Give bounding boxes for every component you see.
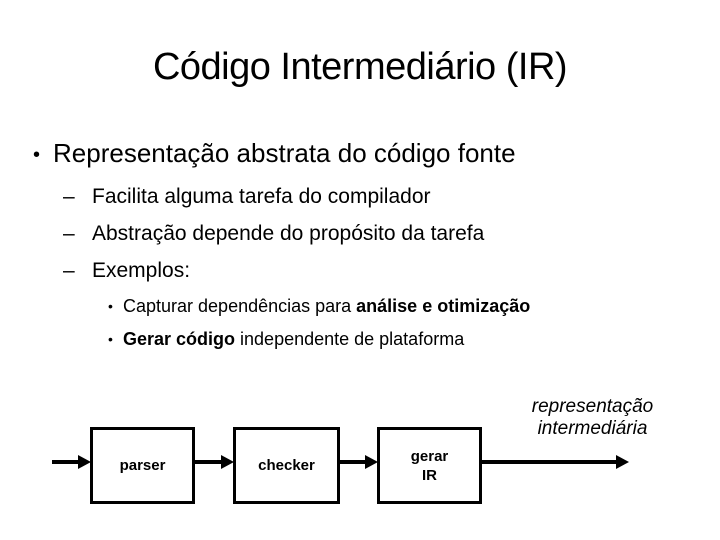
bullet-dot-icon: • — [33, 144, 41, 166]
bullet-level1: • Representação abstrata do código fonte — [33, 136, 516, 172]
bullet-level2-item: –Facilita alguma tarefa do compilador — [63, 178, 484, 215]
checker-to-gerar-arrow-shaft — [340, 460, 366, 464]
bullet-level2-text: Facilita alguma tarefa do compilador — [92, 185, 431, 208]
bullet-level3-item: • Gerar código independente de plataforma — [108, 323, 530, 356]
checker-box: checker — [233, 427, 340, 504]
dash-icon: – — [63, 185, 75, 208]
bullet-level1-text: Representação abstrata do código fonte — [53, 138, 516, 168]
diagram-caption-line2: intermediária — [537, 418, 648, 439]
output-arrow-head-icon — [616, 455, 629, 469]
parser-box: parser — [90, 427, 195, 504]
output-arrow-shaft — [482, 460, 617, 464]
diagram-caption-line1: representação — [531, 396, 654, 417]
gerar-ir-box-label-line2: IR — [422, 466, 437, 484]
gerar-ir-box-label-line1: gerar — [410, 447, 449, 465]
bullet-level3-list: • Capturar dependências para análise e ot… — [108, 290, 530, 356]
bullet-level2-item: –Abstração depende do propósito da taref… — [63, 215, 484, 252]
bullet-level3-bold-text: Gerar código — [123, 329, 236, 349]
parser-box-label: parser — [119, 457, 166, 474]
gerar-ir-box: gerar IR — [377, 427, 482, 504]
bullet-dot-icon: • — [108, 331, 113, 347]
bullet-dot-icon: • — [108, 298, 113, 314]
bullet-level3-text: independente de plataforma — [235, 329, 465, 349]
bullet-level2-text: Exemplos: — [92, 259, 191, 282]
input-arrow-shaft — [52, 460, 79, 464]
parser-to-checker-arrow-shaft — [195, 460, 222, 464]
dash-icon: – — [63, 222, 75, 245]
checker-to-gerar-arrow-head-icon — [365, 455, 378, 469]
page-title: Código Intermediário (IR) — [152, 46, 568, 88]
parser-to-checker-arrow-head-icon — [221, 455, 234, 469]
diagram-caption: representação intermediária — [505, 396, 680, 440]
checker-box-label: checker — [258, 457, 315, 474]
bullet-level3-text: Capturar dependências para — [123, 296, 357, 316]
bullet-level3-bold-text: análise e otimização — [356, 296, 531, 316]
bullet-level2-item: –Exemplos: — [63, 252, 484, 289]
bullet-level3-item: • Capturar dependências para análise e ot… — [108, 290, 530, 323]
bullet-level2-text: Abstração depende do propósito da tarefa — [92, 222, 485, 245]
dash-icon: – — [63, 259, 75, 282]
input-arrow-head-icon — [78, 455, 91, 469]
bullet-level2-list: –Facilita alguma tarefa do compilador –A… — [63, 178, 484, 289]
